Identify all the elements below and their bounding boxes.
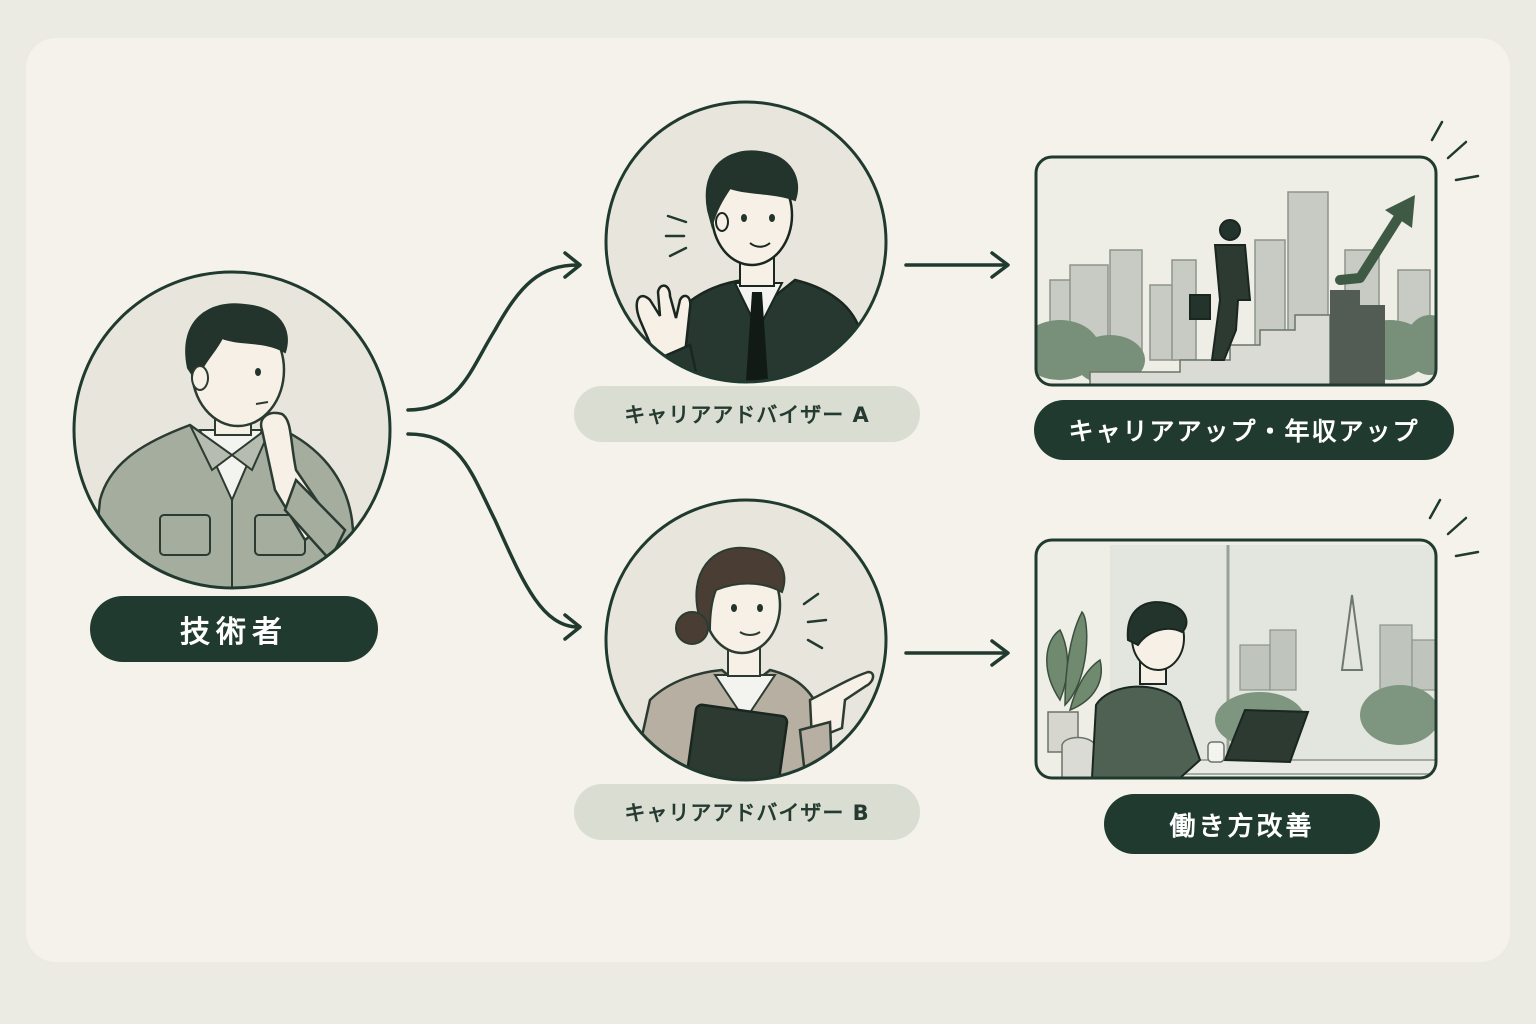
work-style-label: 働き方改善 bbox=[1104, 794, 1380, 854]
connector-a-to-career bbox=[904, 251, 1010, 279]
connector-tech-to-b bbox=[406, 432, 582, 641]
connector-tech-to-a bbox=[406, 251, 582, 412]
technician-label: 技術者 bbox=[90, 596, 378, 662]
advisor-a-label: キャリアアドバイザー A bbox=[574, 386, 920, 442]
connector-b-to-work bbox=[904, 639, 1010, 667]
advisor-a-portrait bbox=[604, 100, 888, 384]
career-up-scene bbox=[1034, 120, 1480, 387]
work-style-scene bbox=[1034, 498, 1480, 780]
advisor-b-portrait bbox=[604, 498, 888, 782]
technician-portrait bbox=[72, 270, 392, 590]
advisor-b-label: キャリアアドバイザー B bbox=[574, 784, 920, 840]
career-up-label: キャリアアップ・年収アップ bbox=[1034, 400, 1454, 460]
